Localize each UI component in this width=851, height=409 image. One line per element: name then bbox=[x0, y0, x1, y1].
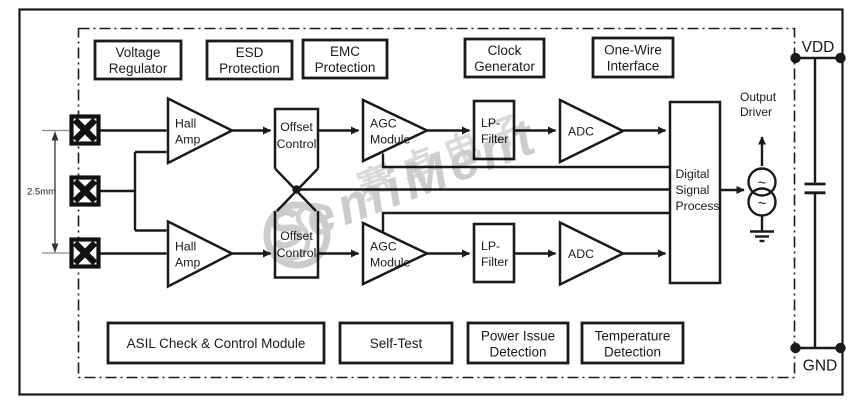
bypass-capacitor bbox=[804, 59, 826, 347]
vdd-pin-dot bbox=[835, 52, 846, 64]
current-source-circle bbox=[747, 167, 777, 197]
voltage-regulator-label: Voltage bbox=[115, 45, 160, 60]
svg-text:Module: Module bbox=[370, 256, 410, 270]
wire-agc1-feedback bbox=[381, 153, 670, 169]
wire-agc2-feedback bbox=[381, 211, 670, 232]
esd-protection-label: ESD bbox=[236, 45, 264, 60]
output-driver-label: Output bbox=[740, 90, 777, 104]
module-temperature-detection: Temperature Detection bbox=[580, 321, 685, 365]
dimension-arrowhead-down bbox=[51, 243, 59, 253]
emc-protection-label: EMC bbox=[330, 44, 360, 59]
svg-text:Process: Process bbox=[676, 199, 720, 213]
clock-generator-label: Clock bbox=[488, 43, 522, 58]
lp-filter-label: LP- bbox=[481, 239, 500, 253]
hall-element-icon bbox=[69, 175, 101, 207]
svg-text:Control: Control bbox=[277, 137, 317, 151]
module-power-issue-detection: Power Issue Detection bbox=[466, 321, 570, 365]
svg-text:Module: Module bbox=[370, 133, 410, 147]
gnd-pin-dot bbox=[790, 342, 801, 354]
hall-element-icon bbox=[69, 114, 101, 146]
agc-label: AGC bbox=[370, 117, 397, 131]
svg-text:Driver: Driver bbox=[740, 105, 772, 119]
offset-control-label: Offset bbox=[280, 120, 313, 134]
one-wire-interface-label: One-Wire bbox=[604, 43, 662, 58]
adc-bottom: ADC bbox=[558, 220, 626, 287]
pitch-dimension-label: 2.5mm bbox=[27, 187, 56, 198]
gnd-label: GND bbox=[803, 358, 837, 375]
svg-text:Protection: Protection bbox=[315, 60, 376, 75]
svg-text:Amp: Amp bbox=[175, 256, 200, 270]
self-test-box bbox=[338, 321, 454, 365]
svg-text:Filter: Filter bbox=[481, 132, 508, 146]
svg-text:Detection: Detection bbox=[604, 345, 661, 360]
svg-text:Regulator: Regulator bbox=[109, 61, 168, 76]
lp-filter-label: LP- bbox=[481, 116, 500, 130]
pitch-dimension: 2.5mm bbox=[27, 129, 69, 254]
agc-label: AGC bbox=[370, 240, 397, 254]
junction-dot bbox=[292, 185, 301, 194]
adc-top: ADC bbox=[558, 97, 626, 165]
svg-text:Filter: Filter bbox=[481, 255, 508, 269]
module-one-wire-interface: One-Wire Interface bbox=[591, 36, 675, 79]
vdd-pin-dot bbox=[790, 52, 801, 64]
svg-text:Protection: Protection bbox=[219, 61, 280, 76]
watermark-logo-ring bbox=[263, 201, 331, 269]
lp-filter-bottom: LP- Filter bbox=[472, 222, 516, 284]
voltage-regulator-box bbox=[93, 39, 183, 81]
lp-filter-top: LP- Filter bbox=[472, 99, 516, 161]
module-voltage-regulator: Voltage Regulator bbox=[93, 39, 183, 81]
hall-element-icon bbox=[69, 237, 101, 269]
one-wire-interface-box bbox=[591, 36, 675, 79]
digital-signal-process: Digital Signal Process bbox=[668, 100, 722, 285]
emc-protection-box bbox=[301, 38, 389, 80]
temperature-box bbox=[580, 321, 685, 365]
svg-text:Generator: Generator bbox=[474, 59, 535, 74]
clock-generator-box bbox=[463, 37, 546, 79]
module-asil: ASIL Check & Control Module bbox=[106, 321, 326, 365]
svg-text:Detection: Detection bbox=[489, 345, 546, 360]
watermark-logo-swoosh bbox=[270, 202, 327, 262]
agc-module-top: AGC Module bbox=[361, 98, 430, 163]
self-test-label: Self-Test bbox=[370, 336, 423, 351]
ac-symbol: ~ bbox=[758, 195, 767, 212]
module-emc-protection: EMC Protection bbox=[301, 38, 389, 80]
signal-wires bbox=[98, 126, 745, 258]
gnd-pin-dot bbox=[835, 342, 846, 354]
agc-module-bottom: AGC Module bbox=[361, 221, 430, 286]
hall-amp-label: Hall bbox=[175, 117, 196, 131]
ac-symbol: ~ bbox=[758, 175, 767, 192]
hall-amp-top: Hall Amp bbox=[166, 96, 235, 166]
esd-protection-box bbox=[205, 39, 294, 81]
svg-text:Signal: Signal bbox=[676, 183, 710, 197]
module-self-test: Self-Test bbox=[338, 321, 454, 365]
adc-label: ADC bbox=[568, 247, 594, 261]
power-issue-label: Power Issue bbox=[481, 329, 555, 344]
vdd-rail: VDD bbox=[790, 39, 846, 64]
module-clock-generator: Clock Generator bbox=[463, 37, 546, 79]
gnd-rail: GND bbox=[790, 342, 846, 375]
svg-text:Interface: Interface bbox=[607, 59, 660, 74]
vdd-label: VDD bbox=[802, 39, 835, 56]
asil-label: ASIL Check & Control Module bbox=[127, 336, 306, 351]
adc-label: ADC bbox=[568, 125, 594, 139]
wire-hall2-bracket bbox=[98, 150, 167, 232]
output-driver: Output Driver ~ ~ bbox=[740, 90, 777, 243]
hall-amp-label: Hall bbox=[175, 240, 196, 254]
outer-frame bbox=[18, 8, 844, 396]
temperature-label: Temperature bbox=[595, 329, 671, 344]
dimension-arrowhead-up bbox=[51, 131, 59, 141]
dsp-label: Digital bbox=[676, 167, 710, 181]
hall-amp-bottom: Hall Amp bbox=[166, 219, 235, 289]
ground-icon bbox=[750, 230, 774, 243]
asil-box bbox=[106, 321, 326, 365]
offset-control-top: Offset Control bbox=[273, 107, 320, 169]
module-esd-protection: ESD Protection bbox=[205, 39, 294, 81]
power-issue-box bbox=[466, 321, 570, 365]
svg-text:Amp: Amp bbox=[175, 133, 200, 147]
